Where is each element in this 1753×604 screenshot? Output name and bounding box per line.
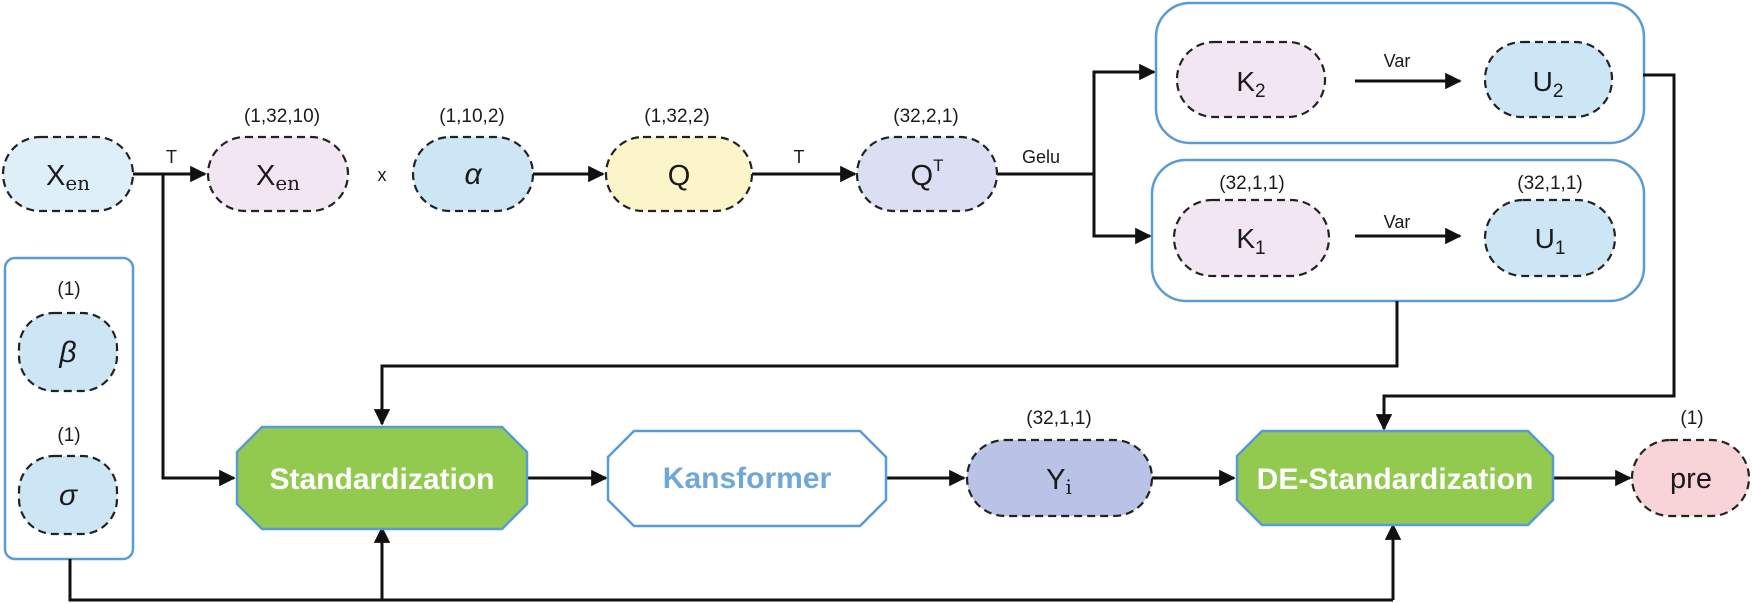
transpose-label-2: T xyxy=(794,147,805,167)
node-x-en-transposed: (1,32,10) Xen xyxy=(206,106,350,213)
node-q: (1,32,2) Q xyxy=(604,106,754,213)
node-y-i: (32,1,1) Yi xyxy=(965,408,1154,518)
node-k1: (32,1,1) K1 xyxy=(1172,173,1331,278)
svg-text:K2: K2 xyxy=(1236,66,1265,102)
gelu-label: Gelu xyxy=(1022,147,1060,167)
svg-text:Standardization: Standardization xyxy=(269,463,494,496)
connectors xyxy=(68,63,1676,602)
svg-text:Kansformer: Kansformer xyxy=(663,462,832,495)
svg-text:U1: U1 xyxy=(1535,223,1566,259)
k2-u2-group xyxy=(1154,1,1646,145)
svg-text:Q: Q xyxy=(668,160,691,192)
sigma-dim: (1) xyxy=(57,425,80,446)
node-k2: K2 xyxy=(1175,40,1327,119)
svg-text:DE-Standardization: DE-Standardization xyxy=(1257,463,1534,496)
k1-dim: (32,1,1) xyxy=(1219,173,1284,194)
svg-text:β: β xyxy=(58,336,76,369)
var-label-top: Var xyxy=(1384,51,1411,71)
node-x-en-input: Xen xyxy=(1,135,135,213)
svg-text:σ: σ xyxy=(59,479,79,512)
node-de-standardization: DE-Standardization xyxy=(1235,429,1555,527)
x-en-dim: (1,32,10) xyxy=(244,106,320,127)
node-kansformer: Kansformer xyxy=(606,429,888,528)
node-sigma: (1) σ xyxy=(17,425,119,536)
node-alpha: (1,10,2) α xyxy=(411,106,535,213)
q-t-dim: (32,2,1) xyxy=(893,106,958,127)
node-standardization: Standardization xyxy=(235,425,529,531)
node-pre: (1) pre xyxy=(1630,408,1751,518)
var-label-bottom: Var xyxy=(1384,212,1411,232)
transpose-label-1: T xyxy=(166,147,177,167)
svg-text:QT: QT xyxy=(911,156,944,192)
node-beta: (1) β xyxy=(17,279,119,393)
beta-dim: (1) xyxy=(57,279,80,300)
q-dim: (1,32,2) xyxy=(644,106,709,127)
multiply-label: x xyxy=(378,165,387,185)
svg-text:Xen: Xen xyxy=(46,160,90,195)
alpha-dim: (1,10,2) xyxy=(439,106,504,127)
svg-text:pre: pre xyxy=(1670,463,1712,495)
y-i-dim: (32,1,1) xyxy=(1026,408,1091,429)
node-u2: U2 xyxy=(1483,40,1614,119)
svg-text:K1: K1 xyxy=(1236,223,1265,259)
svg-text:Xen: Xen xyxy=(256,160,300,195)
svg-text:U2: U2 xyxy=(1533,66,1564,102)
svg-text:α: α xyxy=(464,158,482,191)
node-q-transpose: (32,2,1) QT xyxy=(855,106,999,213)
node-u1: (32,1,1) U1 xyxy=(1483,173,1617,278)
u1-dim: (32,1,1) xyxy=(1517,173,1582,194)
pre-dim: (1) xyxy=(1680,408,1703,429)
svg-text:Yi: Yi xyxy=(1046,464,1072,499)
